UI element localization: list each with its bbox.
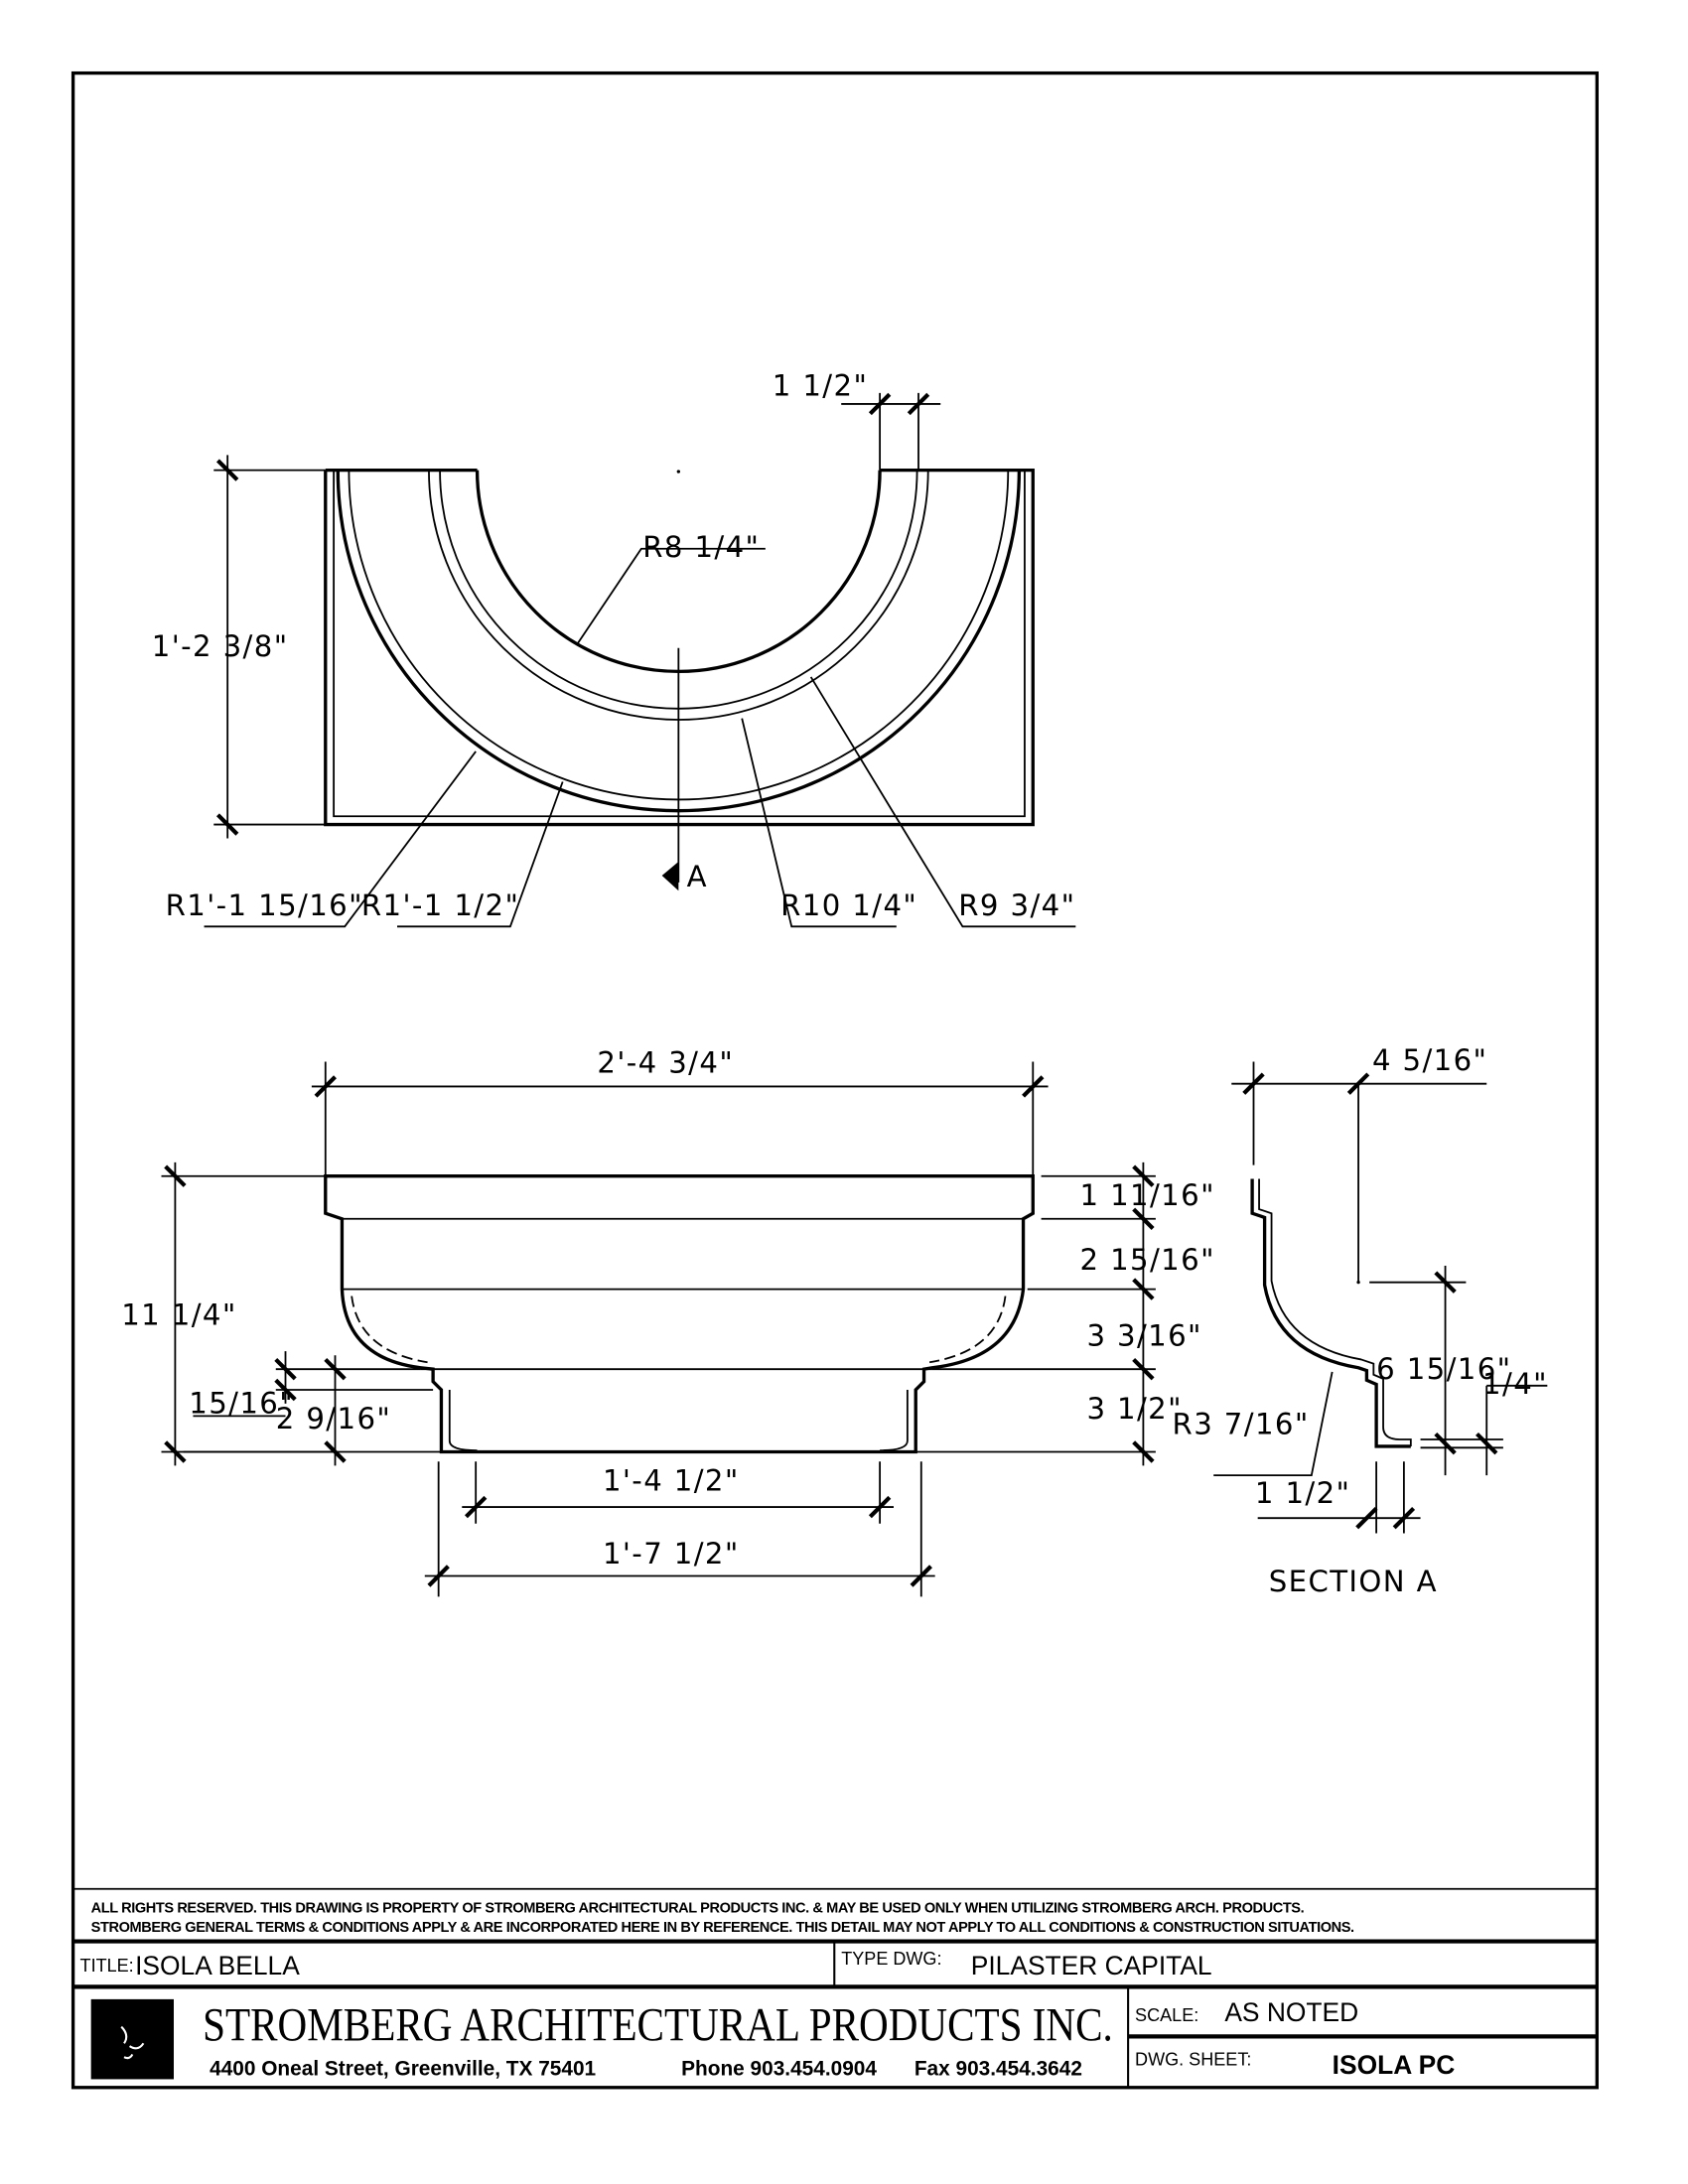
section-height-dim: 6 15/16" xyxy=(1376,1352,1511,1386)
title-block: ALL RIGHTS RESERVED. THIS DRAWING IS PRO… xyxy=(72,1887,1598,2088)
section-a-view: 4 5/16" 6 15/16" 1/4" R3 7/16" 1 1/2" SE… xyxy=(1173,1043,1548,1598)
elevation-h4-dim: 3 1/2" xyxy=(1086,1392,1182,1426)
section-base-dim: 1 1/2" xyxy=(1255,1476,1351,1510)
company-name: STROMBERG ARCHITECTURAL PRODUCTS INC. xyxy=(203,2000,1113,2052)
title-value: ISOLA BELLA xyxy=(135,1951,300,1980)
elevation-height-dim: 11 1/4" xyxy=(121,1298,236,1332)
scale-label: SCALE: xyxy=(1135,2005,1198,2025)
section-lip-dim: 1/4" xyxy=(1482,1367,1548,1401)
radius-outer1-label: R1'-1 15/16" xyxy=(166,888,363,922)
radius-mid1-label: R10 1/4" xyxy=(780,888,917,922)
elevation-width-dim: 2'-4 3/4" xyxy=(597,1046,734,1080)
type-dwg-label: TYPE DWG: xyxy=(841,1949,941,1969)
section-radius-label: R3 7/16" xyxy=(1173,1407,1310,1440)
plan-top-width-dim: 1 1/2" xyxy=(773,369,869,403)
company-logo xyxy=(90,1998,174,2080)
company-fax: Fax 903.454.3642 xyxy=(914,2057,1082,2080)
title-label: TITLE: xyxy=(80,1956,134,1976)
radius-outer2-label: R1'-1 1/2" xyxy=(361,888,519,922)
elevation-bottom-outer-dim: 1'-7 1/2" xyxy=(603,1537,740,1570)
rights-note-line2: STROMBERG GENERAL TERMS & CONDITIONS APP… xyxy=(91,1920,1354,1936)
dwg-sheet-label: DWG. SHEET: xyxy=(1135,2050,1251,2070)
elevation-h3-dim: 3 3/16" xyxy=(1086,1319,1201,1353)
elevation-left-small-dim: 15/16" xyxy=(189,1387,294,1421)
sheet-border xyxy=(70,70,1599,2090)
elevation-left-mid-dim: 2 9/16" xyxy=(276,1402,391,1435)
section-label: SECTION A xyxy=(1269,1565,1438,1598)
elevation-bottom-inner-dim: 1'-4 1/2" xyxy=(603,1463,740,1497)
section-marker-label: A xyxy=(687,860,708,893)
elevation-h2-dim: 2 15/16" xyxy=(1080,1243,1215,1277)
plan-height-dim: 1'-2 3/8" xyxy=(152,629,289,663)
plan-view: A 1'-2 3/8" 1 1/2" R8 1/4" R1'-1 15/16" … xyxy=(152,369,1076,928)
section-depth-dim: 4 5/16" xyxy=(1372,1043,1487,1077)
type-dwg-value: PILASTER CAPITAL xyxy=(971,1951,1212,1980)
scale-value: AS NOTED xyxy=(1224,1997,1358,2027)
elevation-view: 2'-4 3/4" 11 1/4" 1 11/16" 2 15/16" 3 3/… xyxy=(121,1046,1215,1597)
dwg-sheet-value: ISOLA PC xyxy=(1333,2050,1456,2080)
company-address: 4400 Oneal Street, Greenville, TX 75401 xyxy=(210,2057,596,2080)
company-phone: Phone 903.454.0904 xyxy=(681,2057,877,2080)
elevation-h1-dim: 1 11/16" xyxy=(1080,1178,1215,1212)
radius-mid2-label: R9 3/4" xyxy=(958,888,1075,922)
radius-inner-label: R8 1/4" xyxy=(642,530,760,564)
section-marker-icon xyxy=(661,862,679,891)
rights-note-line1: ALL RIGHTS RESERVED. THIS DRAWING IS PRO… xyxy=(91,1900,1305,1916)
